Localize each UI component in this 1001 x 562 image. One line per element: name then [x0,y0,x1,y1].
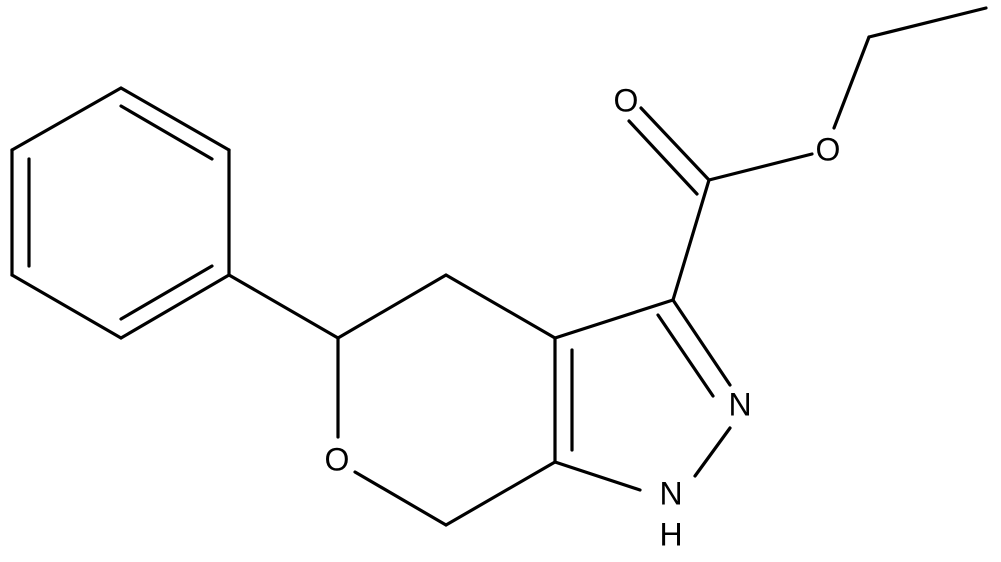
bond-carbonyl-double-1 [639,106,711,182]
bond-c3a-c3 [553,298,675,340]
bond-c4-c3a [444,273,557,340]
ester-group [627,6,988,302]
n1-hydrogen-label: H [659,516,682,552]
bond-carbonyl-double-2 [627,119,699,196]
bond-c3-n2-inner [656,313,715,398]
pyrazole-ring [553,298,732,492]
phenyl-bond-3 [119,273,231,340]
pyran-ring [227,273,557,527]
phenyl-ring [10,86,231,340]
phenyl-bond-1 [119,86,231,152]
ester-oxygen-label: O [816,131,841,167]
bond-ester-o-ch2 [832,35,871,130]
bond-phenyl-c5 [227,273,340,340]
bond-c7-c7a [444,460,557,527]
bond-carbonyl-ester-o [707,152,814,182]
phenyl-inner-bond-2 [119,264,214,321]
pyrazole-n1-label: N [659,475,682,511]
bond-c3-carbonyl [671,178,711,302]
ring-oxygen-label: O [325,441,350,477]
bond-n2-n1 [693,426,732,478]
phenyl-bond-6 [10,86,123,152]
phenyl-inner-bond-1 [119,104,214,161]
bond-c5-c4 [336,273,448,340]
bond-c3-n2 [671,298,732,387]
pyrazole-n2-label: N [728,386,751,422]
phenyl-bond-4 [10,273,123,340]
bond-n1-c7a [553,460,642,492]
bond-o6-c7 [353,470,448,527]
bond-ch2-ch3 [867,6,988,39]
carbonyl-oxygen-label: O [614,82,639,118]
